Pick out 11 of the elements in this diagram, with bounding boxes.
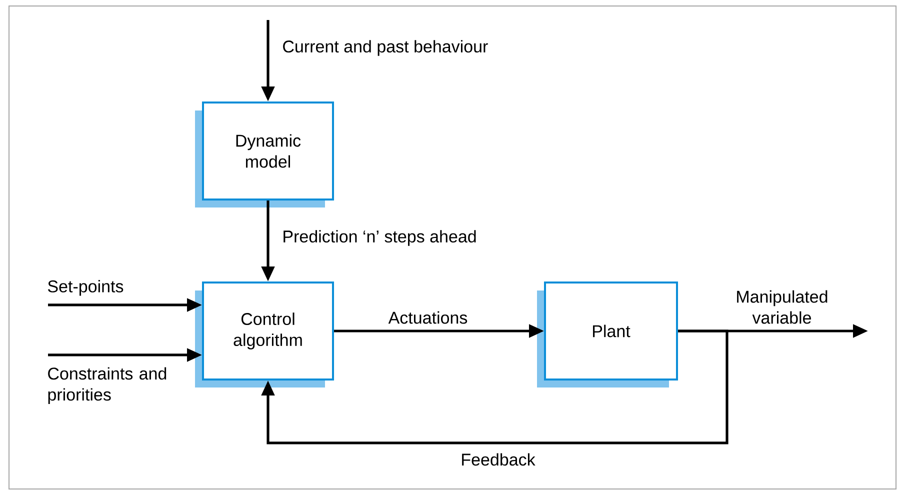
arrow [261,330,728,444]
edge-label: Feedback [462,453,536,466]
edge-label: Manipulated variable [737,290,828,324]
edge-label: Constraints and priorities [48,367,166,404]
process-box: Control algorithm [195,282,334,388]
edge-label: Prediction ‘n’ steps ahead [284,230,476,246]
edge-label: Actuations [388,311,468,324]
process-box: Dynamic model [195,102,334,208]
edge-label: Set-points [48,280,124,296]
edge-label: Current and past behaviour [283,40,488,56]
process-box: Plant [537,282,678,388]
